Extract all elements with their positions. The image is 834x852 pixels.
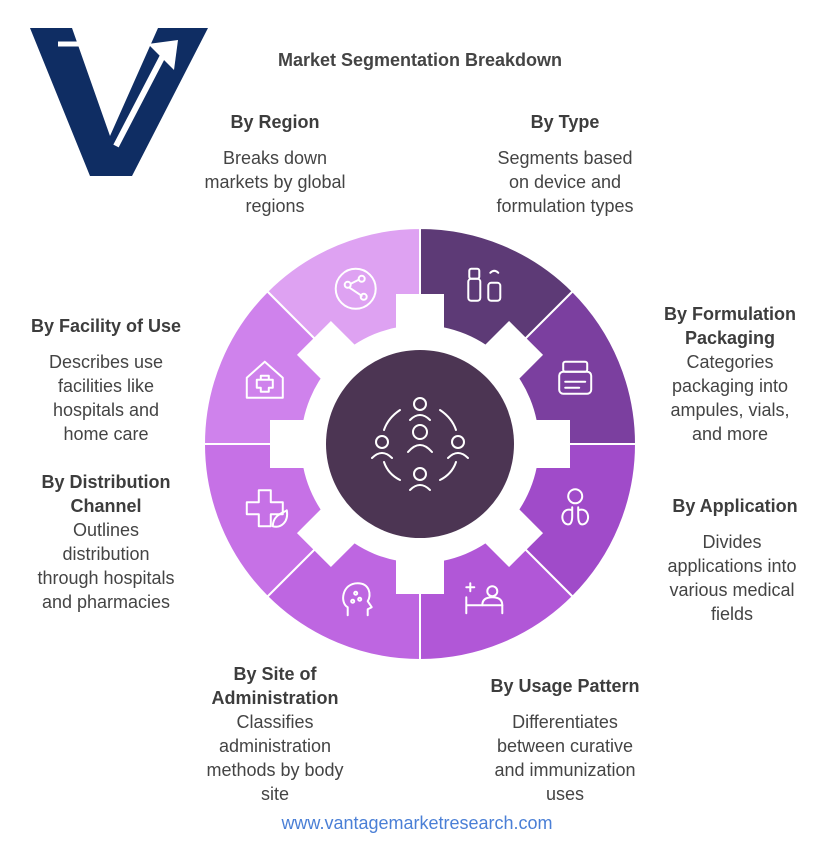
wheel-notch: [296, 320, 357, 381]
patient-bed-icon: [465, 582, 504, 615]
jar-icon: [558, 360, 593, 395]
hospital-house-icon: [245, 360, 284, 399]
label-application: By Application: [672, 496, 798, 516]
device-icon: [467, 267, 502, 302]
wheel-notch: [270, 420, 306, 468]
label-type: By Type: [530, 112, 600, 132]
people-cycle-icon: [371, 397, 469, 491]
wheel-notch: [534, 420, 570, 468]
wheel-notch: [483, 507, 544, 568]
medical-cross-leaf-icon: [245, 489, 289, 528]
website-link[interactable]: www.vantagemarketresearch.com: [281, 813, 553, 833]
globe-network-icon: [334, 267, 377, 310]
wheel-notch: [483, 320, 544, 381]
label-region: By Region: [230, 112, 320, 132]
label-usage-pattern: By Usage Pattern: [490, 676, 640, 696]
wheel-notch: [396, 294, 444, 330]
head-icon: [342, 582, 373, 617]
wheel-segment: [265, 226, 421, 362]
label-facility-of-use: By Facility of Use: [30, 316, 182, 336]
page-title: Market Segmentation Breakdown: [277, 50, 563, 70]
lungs-icon: [561, 488, 590, 526]
wheel-notch: [296, 507, 357, 568]
vantage-logo-icon: [30, 28, 208, 176]
wheel-notch: [396, 558, 444, 594]
